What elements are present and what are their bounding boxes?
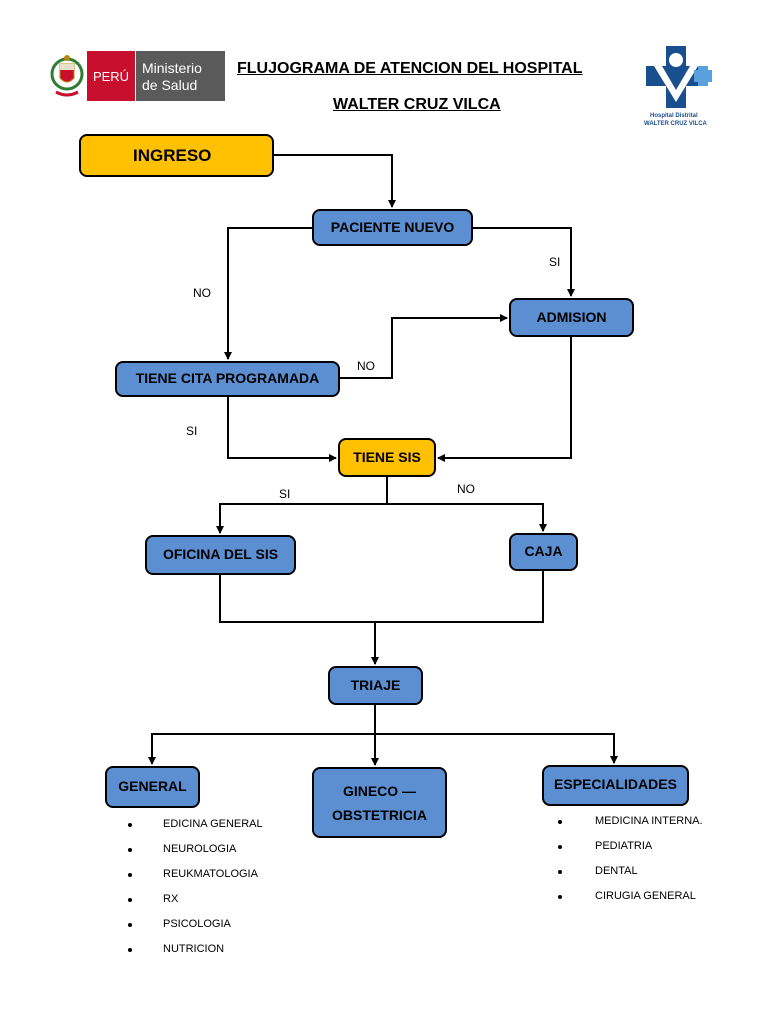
bullet-icon (558, 820, 562, 824)
minsa-peru-block: PERÚ (87, 51, 135, 101)
edge-paciente-admision (472, 227, 575, 297)
bullet-icon (558, 845, 562, 849)
bullet-icon (128, 948, 132, 952)
node-especialidades-label: ESPECIALIDADES (554, 776, 677, 792)
label-cita-no: NO (357, 359, 375, 373)
bullet-icon (128, 848, 132, 852)
bullet-icon (128, 898, 132, 902)
edge-caja-triaje (375, 570, 544, 623)
node-admision-label: ADMISION (536, 308, 607, 325)
hospital-logo-line2: WALTER CRUZ VILCA (644, 121, 707, 127)
bullet-icon (128, 873, 132, 877)
node-tiene-cita-label: TIENE CITA PROGRAMADA (135, 370, 320, 387)
node-paciente-nuevo-label: PACIENTE NUEVO (330, 218, 455, 235)
node-general: GENERAL (105, 766, 200, 808)
node-tiene-sis: TIENE SIS (338, 438, 436, 477)
label-paciente-no: NO (193, 286, 211, 300)
minsa-name-block: Ministerio de Salud (136, 51, 225, 101)
label-cita-si: SI (186, 424, 198, 438)
minsa-peru-text: PERÚ (92, 68, 130, 84)
edge-triaje-especialidades (375, 733, 618, 764)
edge-oficina-triaje (219, 575, 379, 665)
peru-coat-of-arms-icon (50, 52, 84, 100)
edge-cita-admision (339, 314, 508, 379)
page-title-line2: WALTER CRUZ VILCA (333, 96, 501, 113)
minsa-name-line1: Ministerio (142, 60, 202, 76)
node-tiene-sis-label: TIENE SIS (353, 448, 421, 465)
node-paciente-nuevo: PACIENTE NUEVO (312, 209, 473, 246)
edge-sis-oficina (216, 476, 388, 534)
bullet-icon (558, 870, 562, 874)
node-tiene-cita: TIENE CITA PROGRAMADA (115, 361, 340, 397)
label-paciente-si: SI (549, 255, 561, 269)
edge-paciente-cita (224, 227, 313, 360)
node-general-label: GENERAL (118, 778, 187, 794)
label-sis-si: SI (279, 487, 291, 501)
node-especialidades: ESPECIALIDADES (542, 765, 689, 806)
hospital-cross-icon (646, 46, 712, 108)
page-title-line1: FLUJOGRAMA DE ATENCION DEL HOSPITAL (237, 60, 583, 77)
node-gineco-line1: GINECO — (342, 782, 417, 799)
node-ingreso-label: INGRESO (133, 145, 212, 165)
bullet-icon (128, 823, 132, 827)
node-oficina-sis: OFICINA DEL SIS (145, 535, 296, 575)
edge-triaje-general (148, 704, 376, 765)
node-admision: ADMISION (509, 298, 634, 337)
bullet-icon (128, 923, 132, 927)
label-sis-no: NO (457, 482, 475, 496)
node-triaje-label: TRIAJE (350, 676, 401, 693)
node-gineco-line2: OBSTETRICIA (332, 806, 427, 823)
minsa-name-line2: de Salud (142, 77, 198, 93)
node-triaje: TRIAJE (328, 666, 423, 705)
edge-admision-sis (437, 336, 572, 462)
node-ingreso: INGRESO (79, 134, 274, 177)
hospital-logo: Hospital Distrital WALTER CRUZ VILCA (638, 44, 728, 130)
node-gineco-obstetricia: GINECO — OBSTETRICIA (312, 767, 447, 838)
node-caja-label: CAJA (524, 543, 563, 560)
node-oficina-sis-label: OFICINA DEL SIS (162, 546, 279, 563)
hospital-logo-line1: Hospital Distrital (650, 113, 698, 119)
edge-sis-caja (387, 503, 547, 532)
edge-ingreso-paciente (273, 154, 396, 208)
bullet-icon (558, 895, 562, 899)
node-caja: CAJA (509, 533, 578, 571)
edge-cita-sis (227, 396, 337, 462)
minsa-logo: PERÚ Ministerio de Salud (50, 50, 225, 102)
